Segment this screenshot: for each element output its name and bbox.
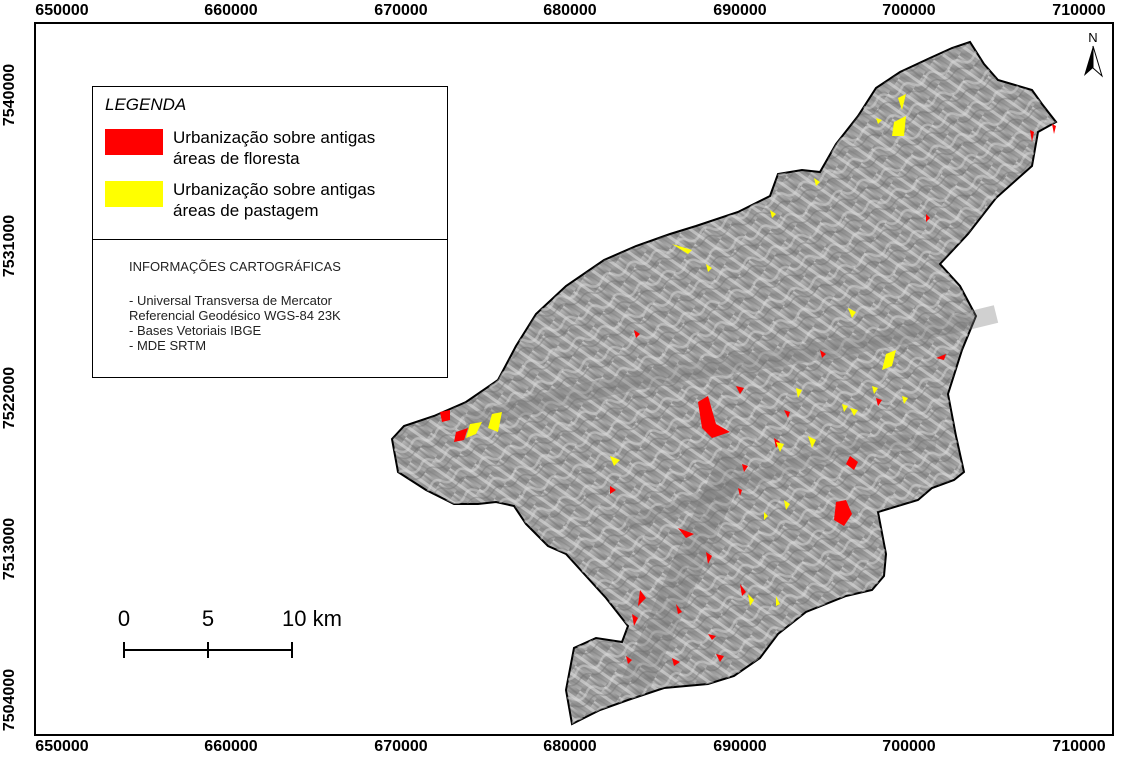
x-tick-top-5: 700000: [882, 2, 936, 19]
legend-item-pasture-line1: Urbanização sobre antigas: [173, 180, 376, 199]
north-label: N: [1088, 30, 1097, 45]
x-tick-top-2: 670000: [374, 2, 428, 19]
map-canvas: [390, 40, 1058, 726]
x-tick-bottom-6: 710000: [1052, 738, 1106, 755]
x-tick-bottom-3: 680000: [543, 738, 597, 755]
carto-line-3: - Bases Vetoriais IBGE: [129, 323, 262, 338]
map-frame: [34, 22, 1114, 736]
legend-item-pasture-line2: áreas de pastagem: [173, 201, 319, 220]
carto-info-title: INFORMAÇÕES CARTOGRÁFICAS: [129, 259, 341, 274]
legend-swatch-pasture: [105, 181, 163, 207]
scale-bar: 0 5 10 km: [112, 606, 342, 666]
legend-divider: [93, 239, 447, 240]
scale-bar-line: [123, 642, 293, 658]
x-tick-top-4: 690000: [713, 2, 767, 19]
x-tick-top-0: 650000: [35, 2, 89, 19]
x-tick-bottom-1: 660000: [204, 738, 258, 755]
x-tick-top-6: 710000: [1052, 2, 1106, 19]
scale-label-10: 10 km: [282, 606, 342, 631]
carto-line-4: - MDE SRTM: [129, 338, 207, 353]
legend-title: LEGENDA: [105, 95, 187, 114]
x-tick-bottom-2: 670000: [374, 738, 428, 755]
legend-swatch-forest: [105, 129, 163, 155]
x-tick-bottom-5: 700000: [882, 738, 936, 755]
x-tick-bottom-4: 690000: [713, 738, 767, 755]
legend-item-forest-line1: Urbanização sobre antigas: [173, 128, 376, 147]
north-arrow-icon: N: [1084, 30, 1103, 78]
legend-box: LEGENDA Urbanização sobre antigas áreas …: [92, 86, 448, 378]
carto-line-1: - Universal Transversa de Mercator: [129, 293, 333, 308]
x-tick-top-1: 660000: [204, 2, 258, 19]
legend-item-forest-line2: áreas de floresta: [173, 149, 300, 168]
x-tick-bottom-0: 650000: [35, 738, 89, 755]
scale-label-0: 0: [117, 606, 131, 631]
legend-item-pasture: Urbanização sobre antigas áreas de pasta…: [173, 179, 375, 221]
legend-item-forest: Urbanização sobre antigas áreas de flore…: [173, 127, 375, 169]
scale-label-5: 5: [201, 606, 215, 631]
x-tick-top-3: 680000: [543, 2, 597, 19]
forest-urban-areas: [440, 124, 1056, 666]
carto-line-2: Referencial Geodésico WGS-84 23K: [129, 308, 341, 323]
pasture-urban-areas: [466, 94, 908, 606]
